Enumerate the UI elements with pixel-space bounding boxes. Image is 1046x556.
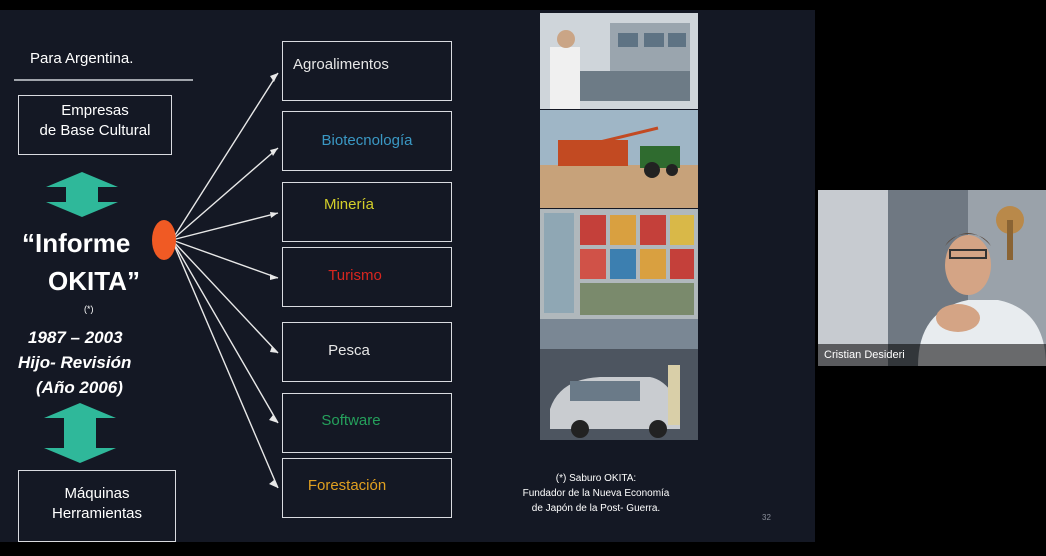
footnote-line-3: de Japón de la Post- Guerra. bbox=[531, 503, 661, 514]
category-box: Turismo bbox=[282, 247, 452, 307]
maquinas-line-1: Máquinas bbox=[64, 485, 130, 502]
page-number: 32 bbox=[762, 513, 771, 522]
connector-lines bbox=[14, 72, 279, 489]
lab-photo bbox=[540, 13, 698, 109]
category-label: Pesca bbox=[328, 342, 370, 359]
double-arrow-bottom-icon bbox=[44, 403, 116, 463]
dates-line-1: 1987 – 2003 bbox=[28, 328, 123, 347]
slide-header: Para Argentina. bbox=[30, 50, 134, 67]
footnote-line-1: (*) Saburo OKITA: bbox=[555, 473, 637, 484]
category-box: Biotecnología bbox=[282, 111, 452, 171]
informe-title-line-1: “Informe bbox=[22, 228, 131, 258]
empresas-line-2: de Base Cultural bbox=[39, 122, 151, 139]
footnote: (*) Saburo OKITA: Fundador de la Nueva E… bbox=[496, 471, 696, 516]
dates-line-2: Hijo- Revisión bbox=[18, 353, 132, 372]
informe-title-line-2: OKITA” bbox=[48, 266, 140, 296]
car-factory-photo bbox=[540, 319, 698, 440]
category-label: Turismo bbox=[328, 267, 382, 284]
maquinas-line-2: Herramientas bbox=[51, 505, 143, 522]
participant-name: Cristian Desideri bbox=[818, 344, 1046, 366]
harvester-photo bbox=[540, 110, 698, 208]
dates-line-3: (Año 2006) bbox=[36, 378, 123, 397]
category-box: Pesca bbox=[282, 322, 452, 382]
footnote-line-2: Fundador de la Nueva Economía bbox=[522, 488, 670, 499]
category-label: Minería bbox=[323, 196, 375, 213]
maquinas-box: Máquinas Herramientas bbox=[18, 470, 176, 542]
participant-video-tile[interactable] bbox=[818, 190, 1046, 366]
hub-node bbox=[152, 220, 176, 260]
participant-video bbox=[818, 190, 1046, 366]
category-label: Software bbox=[321, 412, 381, 429]
category-box: Minería bbox=[282, 182, 452, 242]
empresas-box: Empresas de Base Cultural bbox=[18, 95, 172, 155]
empresas-line-1: Empresas bbox=[61, 102, 129, 119]
containers-photo bbox=[540, 209, 698, 319]
category-box: Software bbox=[282, 393, 452, 453]
category-box: Agroalimentos bbox=[282, 41, 452, 101]
presentation-slide: Para Argentina. Empresas de Base Cultura… bbox=[0, 10, 815, 542]
category-label: Forestación bbox=[307, 477, 387, 494]
asterisk-mark: (*) bbox=[84, 304, 94, 314]
category-label: Biotecnología bbox=[321, 132, 413, 149]
category-box: Forestación bbox=[282, 458, 452, 518]
category-label: Agroalimentos bbox=[293, 56, 389, 73]
double-arrow-top-icon bbox=[46, 172, 118, 217]
